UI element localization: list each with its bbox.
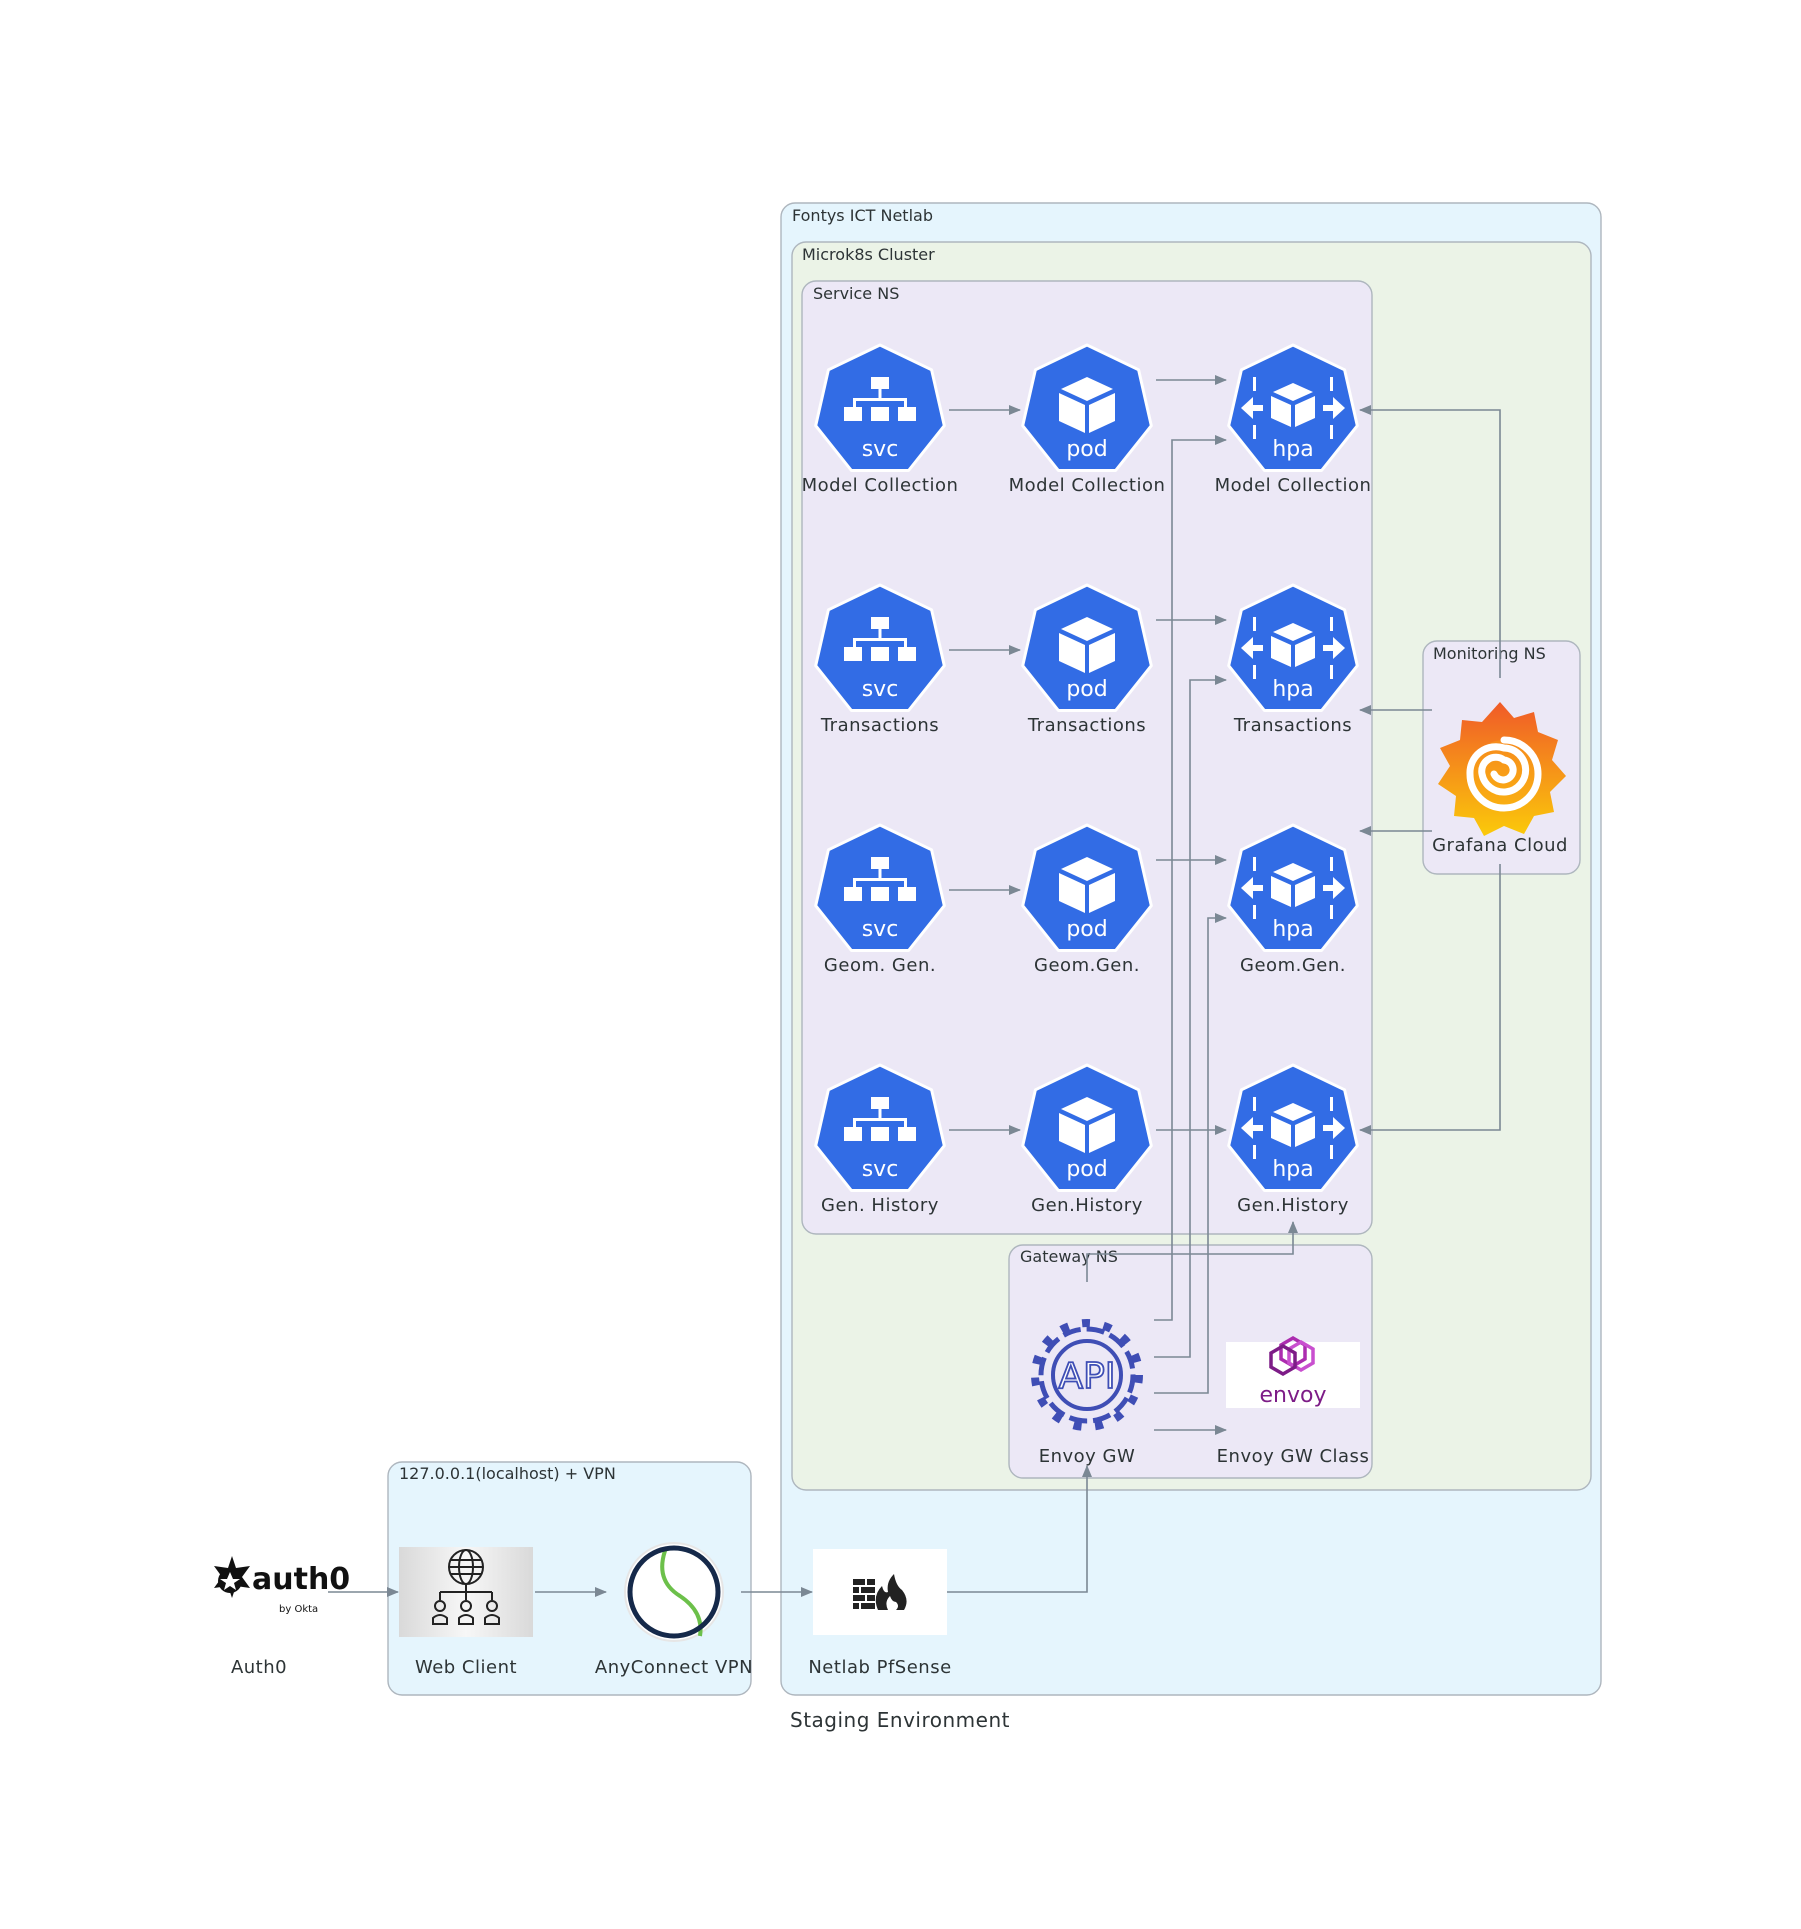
cluster-label-service-ns: Service NS: [813, 284, 899, 303]
cluster-label-microk8s: Microk8s Cluster: [802, 245, 935, 264]
auth0-logo: auth0 by Okta: [214, 1556, 350, 1615]
node-label: Envoy GW Class: [1217, 1446, 1370, 1467]
envoy-wordmark: envoy: [1260, 1383, 1327, 1408]
node-label: Transactions: [1027, 715, 1146, 736]
node-web-client[interactable]: Web Client: [399, 1547, 533, 1678]
node-label: Envoy GW: [1039, 1446, 1136, 1467]
cluster-service-ns: Service NS: [801, 280, 1373, 1235]
node-tag: svc: [862, 677, 899, 702]
node-tag: svc: [862, 1157, 899, 1182]
node-hpa-model-collection[interactable]: hpa Model Collection: [1215, 343, 1372, 496]
node-grafana-cloud[interactable]: Grafana Cloud: [1432, 702, 1568, 856]
edge-pfsense-envoy-gw: [947, 1465, 1092, 1593]
node-svc-transactions[interactable]: svc Transactions: [814, 583, 946, 736]
node-tag: hpa: [1272, 677, 1313, 702]
node-tag: svc: [862, 917, 899, 942]
node-envoy-gw-class[interactable]: envoy Envoy GW Class: [1217, 1335, 1370, 1467]
node-pod-gen-history[interactable]: pod Gen.History: [1021, 1063, 1153, 1216]
node-label: Geom.Gen.: [1240, 955, 1346, 976]
node-auth0[interactable]: auth0 by Okta Auth0: [214, 1556, 350, 1678]
node-tag: hpa: [1272, 1157, 1313, 1182]
node-tag: pod: [1066, 1157, 1107, 1182]
node-label: Model Collection: [802, 475, 959, 496]
node-netlab-pfsense[interactable]: Netlab PfSense: [808, 1549, 951, 1678]
edge-gw-hpa-model: [1154, 435, 1227, 1321]
node-tag: svc: [862, 437, 899, 462]
auth0-wordmark: auth0: [252, 1562, 350, 1597]
node-svc-gen-history[interactable]: svc Gen. History: [814, 1063, 946, 1216]
node-label: Gen.History: [1237, 1195, 1349, 1216]
edge-gw-hpa-hist: [1086, 1221, 1298, 1282]
node-label: Netlab PfSense: [808, 1657, 951, 1678]
node-label: Web Client: [415, 1657, 517, 1678]
node-tag: hpa: [1272, 437, 1313, 462]
node-svc-model-collection[interactable]: svc Model Collection: [802, 343, 959, 496]
node-tag: hpa: [1272, 917, 1313, 942]
cluster-label-gateway-ns: Gateway NS: [1020, 1247, 1118, 1266]
edge-grafana-hpa-model: [1359, 405, 1501, 678]
node-label: Transactions: [820, 715, 939, 736]
node-anyconnect-vpn[interactable]: AnyConnect VPN: [595, 1542, 753, 1678]
node-pod-geom-gen[interactable]: pod Geom.Gen.: [1021, 823, 1153, 976]
anyconnect-logo: [624, 1542, 724, 1642]
edge-grafana-hpa-hist: [1359, 864, 1501, 1135]
node-label: Model Collection: [1009, 475, 1166, 496]
node-label: Grafana Cloud: [1432, 835, 1568, 856]
node-label: Gen.History: [1031, 1195, 1143, 1216]
api-text: API: [1059, 1356, 1116, 1397]
api-gear-icon: API: [1031, 1319, 1143, 1431]
node-hpa-gen-history[interactable]: hpa Gen.History: [1227, 1063, 1359, 1216]
envoy-logo: envoy: [1226, 1335, 1360, 1408]
node-label: Model Collection: [1215, 475, 1372, 496]
node-svc-geom-gen[interactable]: svc Geom. Gen.: [814, 823, 946, 976]
cluster-label-monitoring-ns: Monitoring NS: [1433, 644, 1546, 663]
node-label: Geom.Gen.: [1034, 955, 1140, 976]
edge-gw-hpa-geom: [1154, 913, 1227, 1394]
node-envoy-gw[interactable]: API Envoy GW: [1031, 1319, 1143, 1467]
grafana-logo: [1438, 702, 1566, 836]
firewall-icon: [813, 1549, 947, 1635]
auth0-subtext: by Okta: [279, 1604, 318, 1615]
node-label: Gen. History: [821, 1195, 939, 1216]
cluster-label-netlab: Fontys ICT Netlab: [792, 206, 933, 225]
node-label: Transactions: [1233, 715, 1352, 736]
node-pod-model-collection[interactable]: pod Model Collection: [1009, 343, 1166, 496]
node-hpa-geom-gen[interactable]: hpa Geom.Gen.: [1227, 823, 1359, 976]
node-hpa-transactions[interactable]: hpa Transactions: [1227, 583, 1359, 736]
edge-gw-hpa-trans: [1154, 675, 1227, 1358]
diagram-caption: Staging Environment: [790, 1708, 1010, 1732]
globe-users-icon: [399, 1547, 533, 1637]
cluster-label-localhost: 127.0.0.1(localhost) + VPN: [399, 1464, 616, 1483]
edges: [328, 375, 1501, 1597]
node-tag: pod: [1066, 677, 1107, 702]
node-tag: pod: [1066, 437, 1107, 462]
node-pod-transactions[interactable]: pod Transactions: [1021, 583, 1153, 736]
node-label: Auth0: [231, 1657, 287, 1678]
node-label: Geom. Gen.: [824, 955, 936, 976]
node-label: AnyConnect VPN: [595, 1657, 753, 1678]
node-tag: pod: [1066, 917, 1107, 942]
